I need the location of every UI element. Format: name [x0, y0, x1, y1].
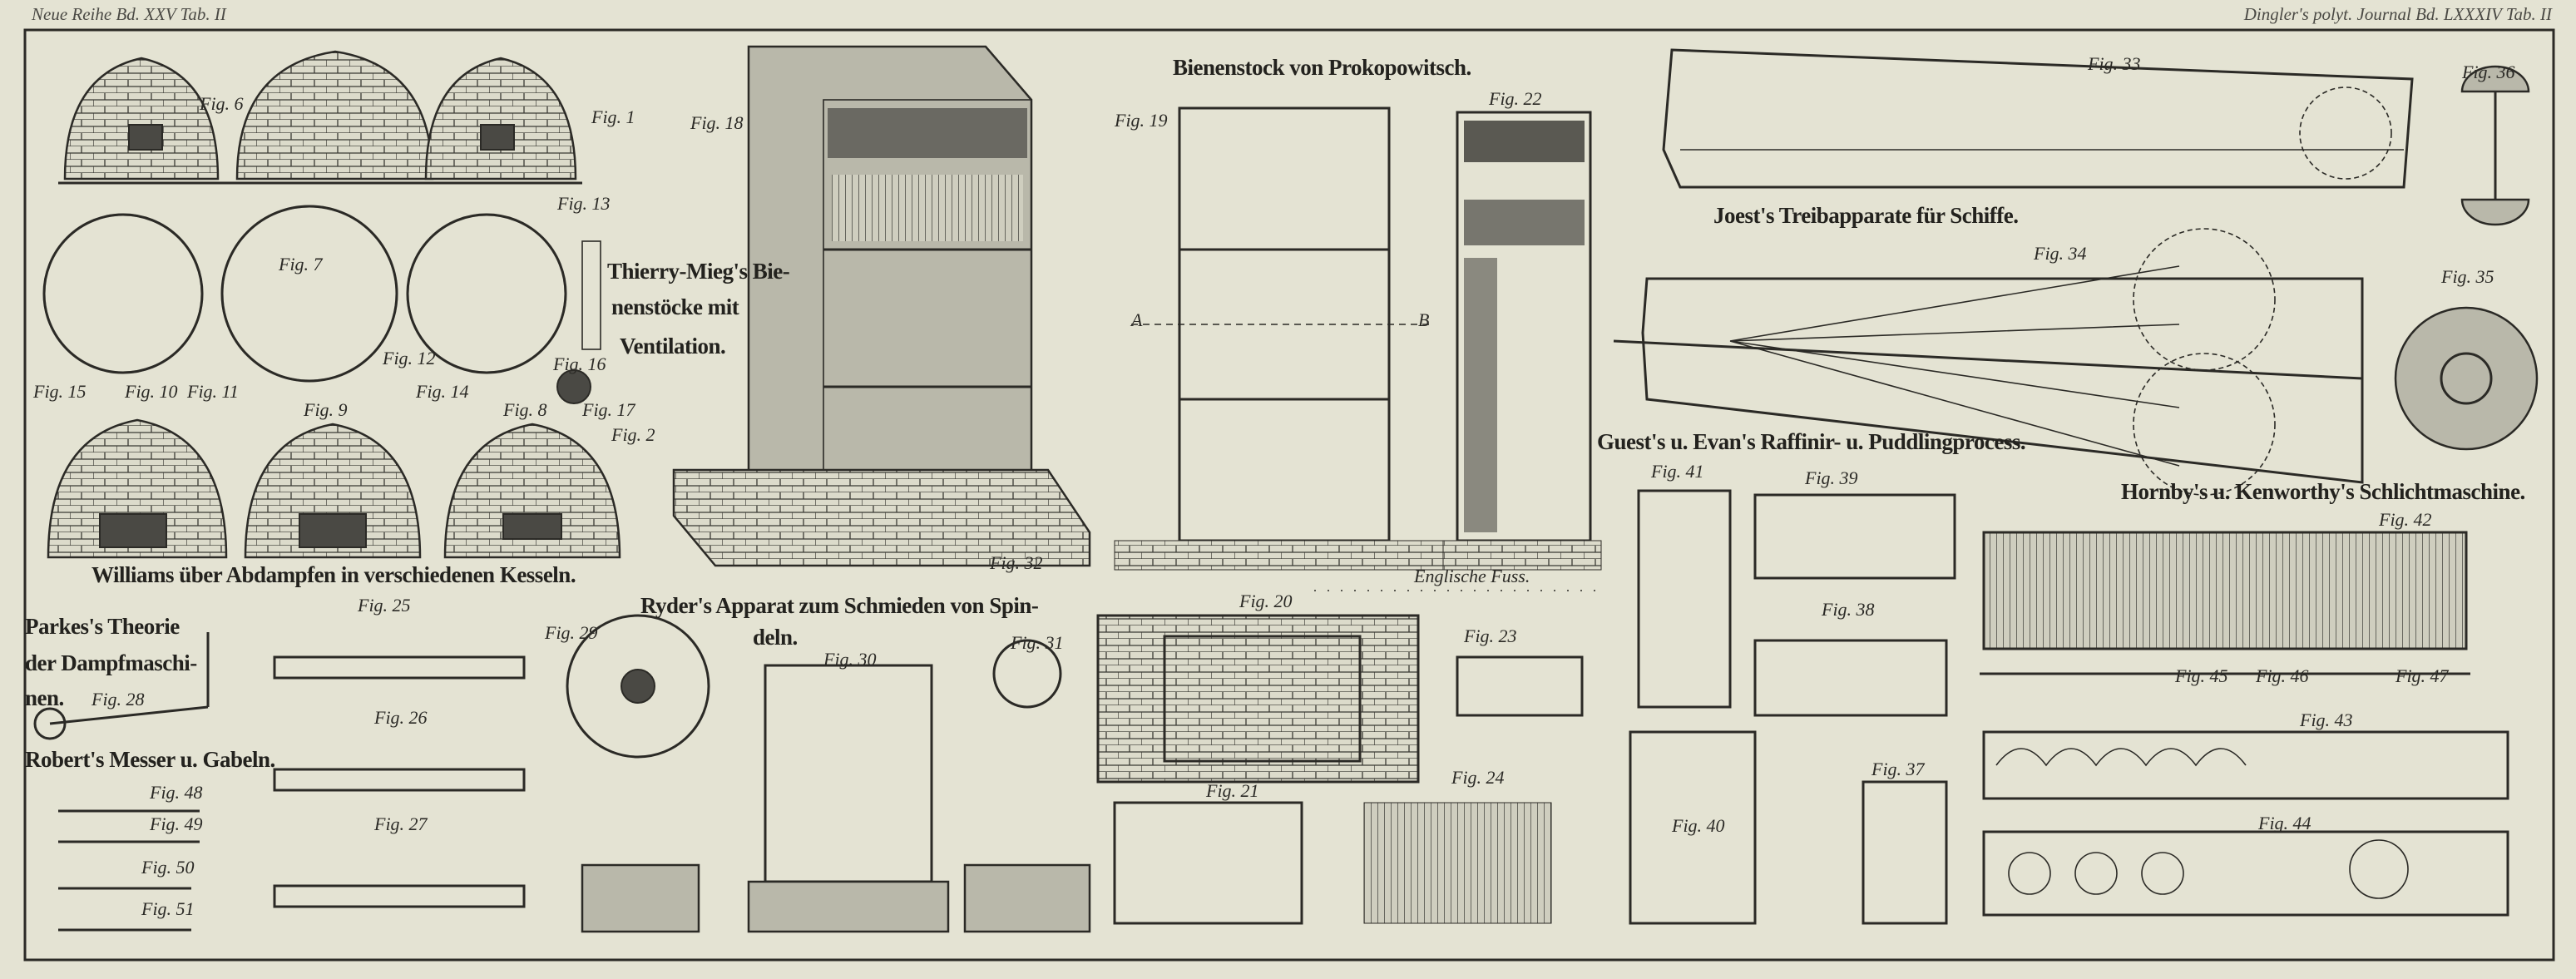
beehive-group-fig6 — [58, 50, 582, 185]
beehive-group-fig8-9 — [47, 418, 621, 559]
fig-label: Fig. 48 — [149, 782, 203, 803]
cutlery-figs-48-51 — [58, 809, 200, 932]
fig-label: Fig. 2 — [611, 424, 655, 445]
fig-label: Fig. 1 — [591, 106, 635, 127]
sizing-machine-fig43 — [1982, 730, 2509, 800]
fig-label: Fig. 20 — [1239, 591, 1293, 611]
fig-label: Fig. 51 — [141, 898, 195, 919]
fig-label: Fig. 15 — [32, 381, 87, 402]
fig-label: Fig. 47 — [2395, 665, 2450, 686]
ship-elevation-fig33 — [1662, 48, 2414, 189]
caption-scale: Englische Fuss. — [1413, 566, 1530, 586]
diagram-fig28 — [33, 632, 210, 740]
ship-plan-fig34 — [1613, 228, 2364, 496]
tube-fig13 — [581, 240, 601, 350]
caption-thierry-3: Ventilation. — [620, 334, 725, 358]
fig-label: Fig. 11 — [186, 381, 239, 402]
caption-prokopowitsch: Bienenstock von Prokopowitsch. — [1173, 55, 1471, 80]
plate-border — [23, 28, 2555, 962]
fig-label: Fig. 34 — [2033, 243, 2087, 264]
sizing-machine-fig44 — [1982, 830, 2509, 917]
caption-parkes-1: Parkes's Theorie — [25, 614, 180, 639]
fig-label: Fig. 18 — [690, 112, 744, 133]
hive-fig22 — [1442, 111, 1602, 571]
fig-label: Fig. 22 — [1488, 88, 1542, 109]
fig-label: Fig. 43 — [2299, 710, 2353, 730]
caption-joest: Joest's Treibapparate für Schiffe. — [1713, 203, 2018, 228]
fig-label: Fig. 40 — [1671, 815, 1725, 836]
fig-label: Fig. 45 — [2174, 665, 2228, 686]
boiler-figs-25-27 — [273, 655, 526, 908]
fig-label: Fig. 46 — [2255, 665, 2309, 686]
caption-parkes-3: nen. — [25, 685, 64, 710]
fig-label: Fig. 41 — [1650, 461, 1704, 482]
fig-label: Fig. 32 — [989, 552, 1043, 573]
caption-robert: Robert's Messer u. Gabeln. — [25, 747, 275, 772]
fig-label: Fig. 27 — [373, 813, 428, 834]
caption-guest-evans: Guest's u. Evan's Raffinir- u. Puddlingp… — [1597, 429, 2025, 454]
fig-label: Fig. 50 — [141, 857, 195, 878]
caption-williams: Williams über Abdampfen in verschiedenen… — [91, 562, 576, 587]
fig-label: Fig. 39 — [1804, 467, 1858, 488]
header-right: Dingler's polyt. Journal Bd. LXXXIV Tab.… — [2243, 4, 2553, 24]
fig-label: Fig. 35 — [2440, 266, 2494, 287]
fig-label: Fig. 33 — [2087, 53, 2141, 74]
caption-hornby: Hornby's u. Kenworthy's Schlichtmaschine… — [2121, 479, 2525, 504]
figure-labels: Fig. 1 Fig. 2 Fig. 6 Fig. 7 Fig. 8 Fig. … — [32, 53, 2515, 919]
fig-label: Fig. 25 — [357, 595, 411, 616]
fig-label: Fig. 44 — [2257, 813, 2311, 833]
caption-ryder-2: deln. — [753, 625, 798, 650]
fig-label: Fig. 12 — [382, 348, 436, 368]
fig-label: Fig. 42 — [2378, 509, 2432, 530]
fig-label: Fig. 49 — [149, 813, 203, 834]
hive-fig19 — [1114, 106, 1448, 571]
fig-label: Fig. 7 — [278, 254, 324, 274]
fig-label: Fig. 9 — [303, 399, 348, 420]
furnace-figs-37-41 — [1629, 489, 1956, 925]
fig-label: Fig. 36 — [2461, 62, 2515, 82]
fig-label: Fig. 28 — [91, 689, 145, 710]
hive-details-figs-20-24 — [1096, 614, 1584, 925]
fig-label: Fig. 26 — [373, 707, 428, 728]
header-left: Neue Reihe Bd. XXV Tab. II — [31, 4, 227, 24]
disc-fig16 — [556, 369, 591, 404]
hive-fig18 — [672, 45, 1091, 567]
sizing-machine-fig42 — [1980, 531, 2470, 675]
fig-label: Fig. 30 — [823, 649, 877, 670]
caption-parkes-2: der Dampfmaschi- — [25, 650, 197, 675]
paddle-fig36 — [2460, 65, 2530, 226]
fig-label: Fig. 21 — [1205, 780, 1259, 801]
caption-thierry-2: nenstöcke mit — [611, 294, 739, 319]
marker-b: B — [1418, 309, 1429, 330]
forging-apparatus-figs-29-31 — [566, 614, 1091, 933]
fig-label: Fig. 37 — [1871, 759, 1926, 779]
paddle-fig35 — [2394, 306, 2539, 451]
fig-label: Fig. 14 — [415, 381, 469, 402]
fig-label: Fig. 6 — [199, 93, 244, 114]
fig-label: Fig. 17 — [581, 399, 636, 420]
fig-label: Fig. 24 — [1451, 767, 1505, 788]
fig-label: Fig. 29 — [544, 622, 598, 643]
fig-label: Fig. 38 — [1821, 599, 1875, 620]
fig-label: Fig. 19 — [1114, 110, 1168, 131]
caption-ryder-1: Ryder's Apparat zum Schmieden von Spin- — [640, 593, 1038, 618]
fig-label: Fig. 10 — [124, 381, 178, 402]
fig-label: Fig. 13 — [556, 193, 611, 214]
marker-a: A — [1130, 309, 1143, 330]
caption-thierry-1: Thierry-Mieg's Bie- — [607, 259, 789, 284]
fig-label: Fig. 31 — [1010, 632, 1064, 653]
fig-label: Fig. 23 — [1463, 625, 1517, 646]
fig-label: Fig. 16 — [552, 354, 606, 374]
ring-plan-fig7 — [42, 205, 567, 383]
fig-label: Fig. 8 — [502, 399, 547, 420]
